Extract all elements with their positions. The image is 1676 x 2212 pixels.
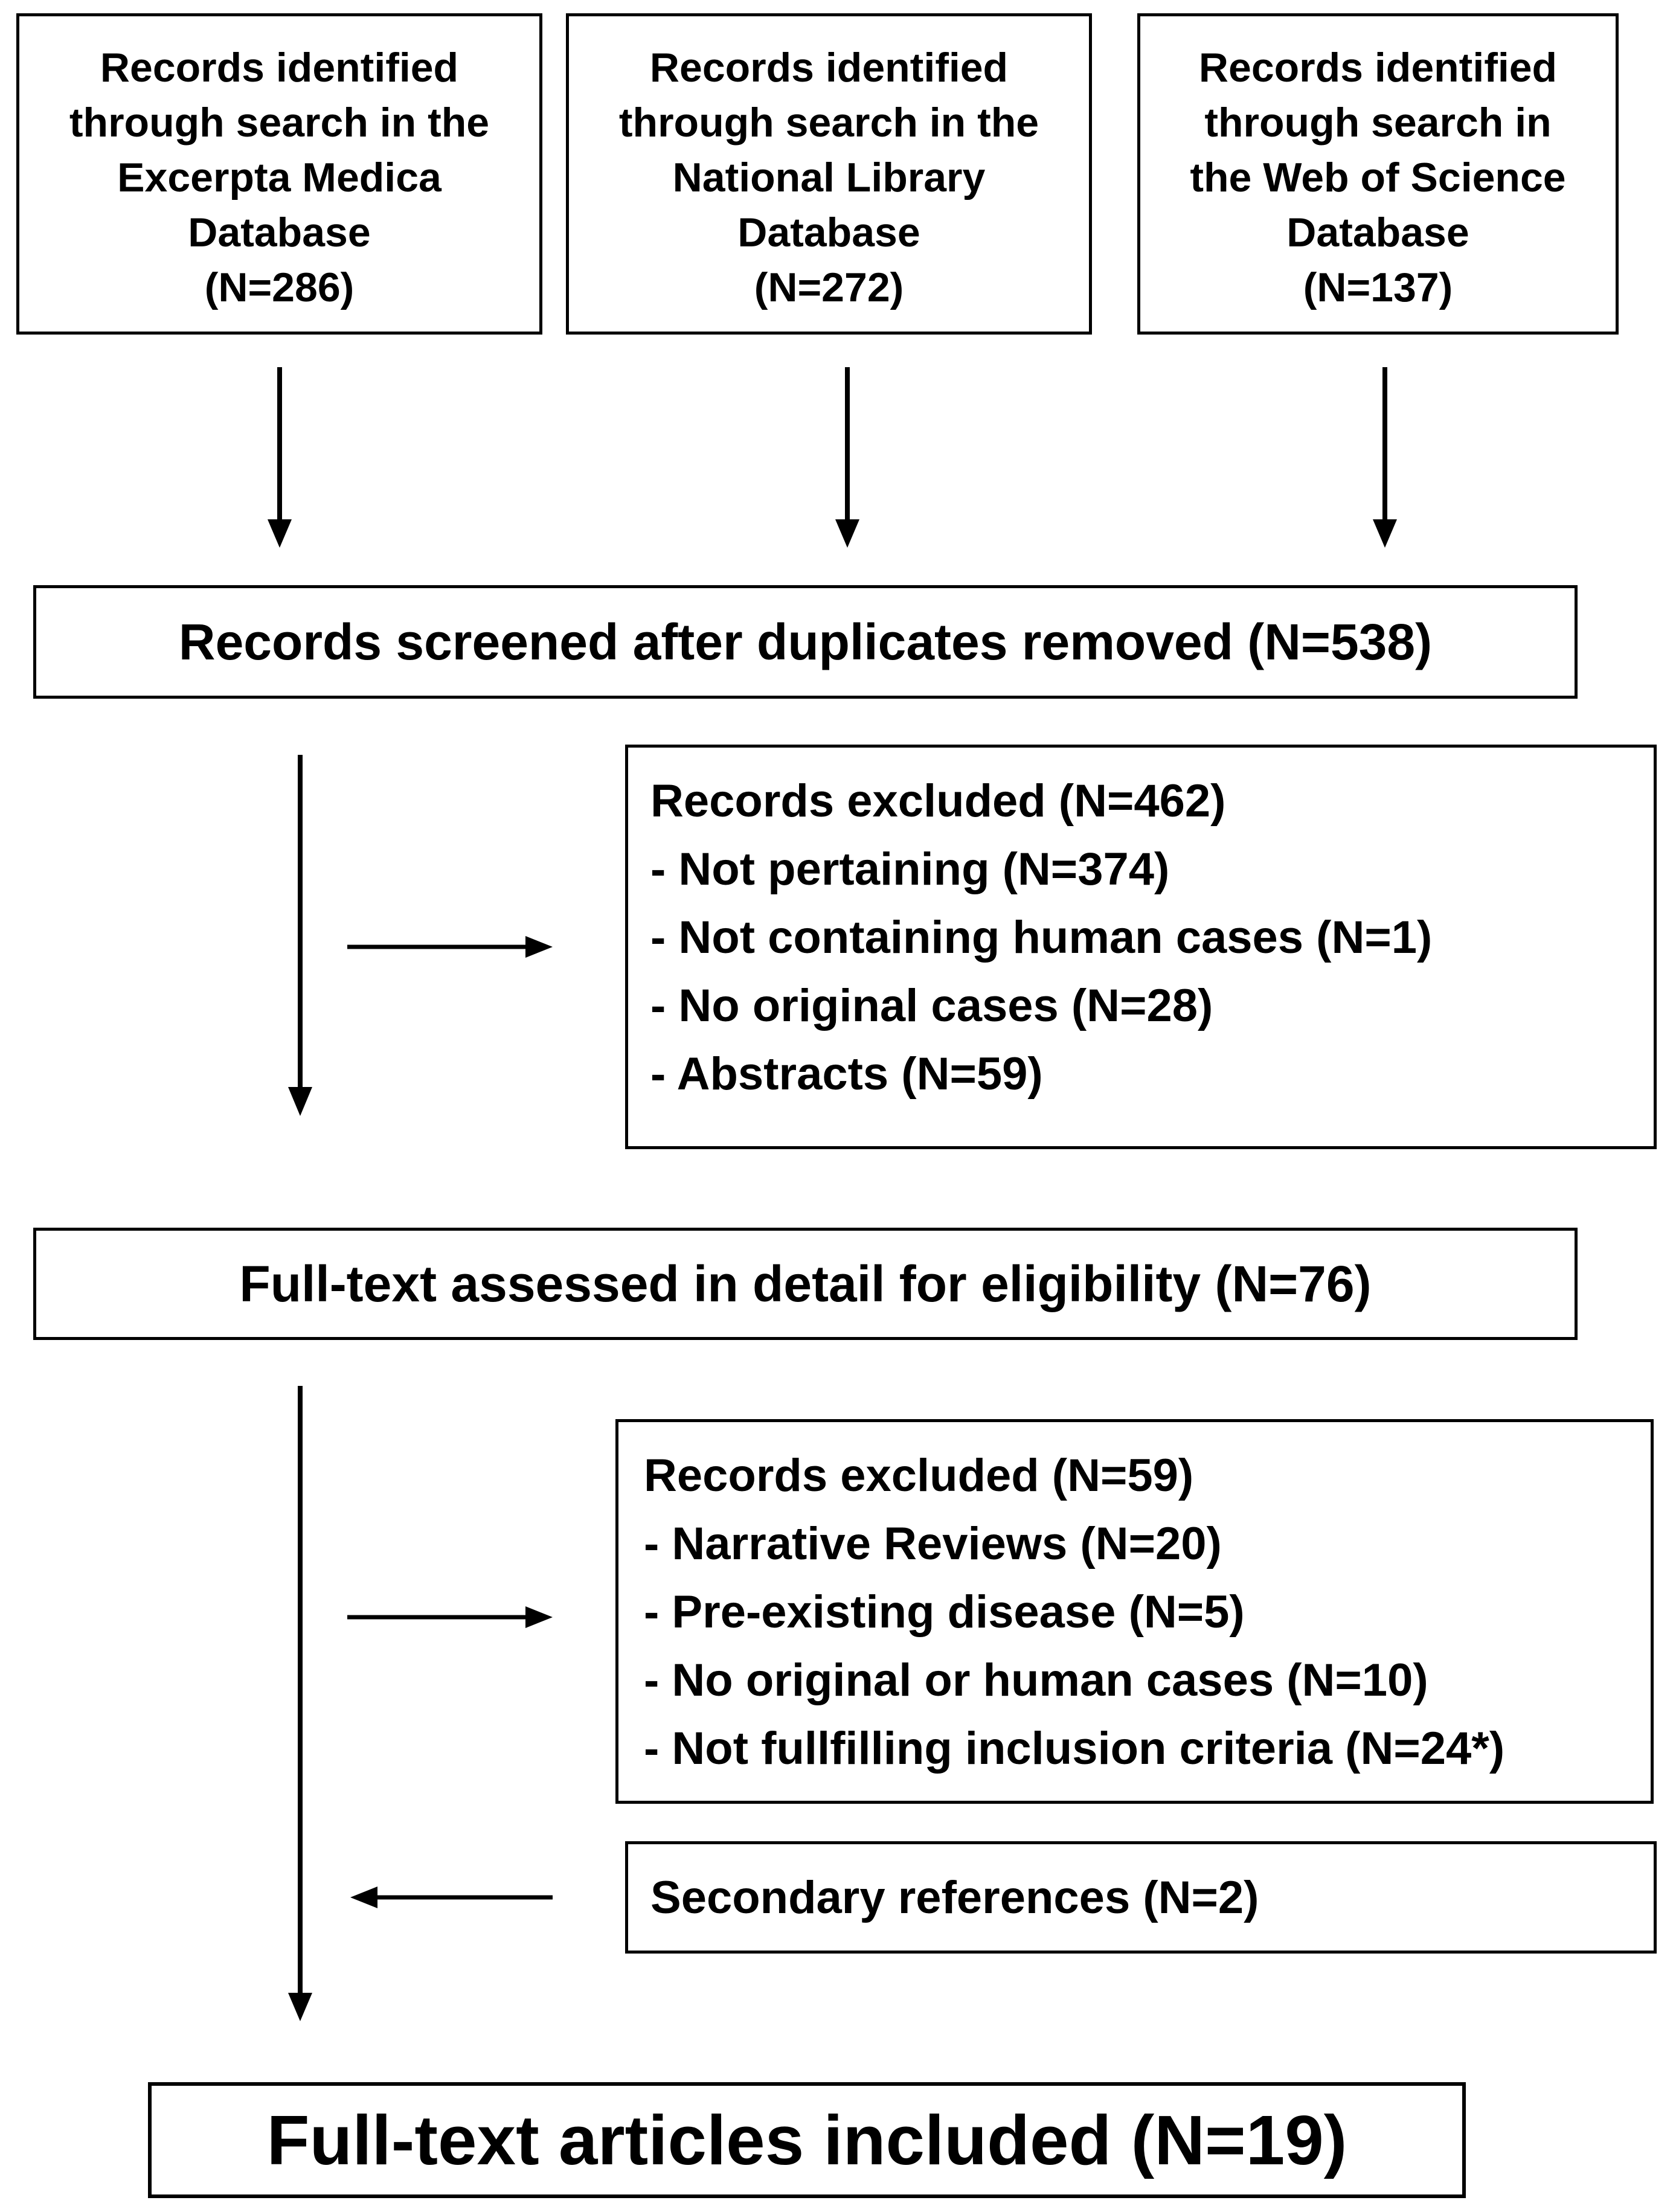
arrow-right bbox=[347, 1606, 553, 1628]
excluded-item: - Abstracts (N=59) bbox=[650, 1048, 1043, 1100]
excluded-header: Records excluded (N=462) bbox=[650, 775, 1226, 827]
source-line: Database bbox=[188, 210, 371, 255]
source-line: Records identified bbox=[1198, 45, 1558, 91]
included-text: Full-text articles included (N=19) bbox=[266, 2101, 1347, 2179]
arrow-down bbox=[268, 367, 292, 548]
excluded-item: - Not pertaining (N=374) bbox=[650, 844, 1170, 895]
excluded-box-eligibility: Records excluded (N=59) - Narrative Revi… bbox=[615, 1419, 1654, 1804]
source-line: Database bbox=[1286, 210, 1469, 255]
source-line: the Web of Science bbox=[1190, 155, 1566, 200]
screened-text: Records screened after duplicates remove… bbox=[178, 613, 1433, 670]
source-count: (N=137) bbox=[1303, 264, 1453, 310]
excluded-box-screening: Records excluded (N=462) - Not pertainin… bbox=[625, 745, 1657, 1149]
source-line: through search in the bbox=[69, 100, 490, 146]
secondary-references-box: Secondary references (N=2) bbox=[625, 1841, 1657, 1954]
excluded-item: - Not containing human cases (N=1) bbox=[650, 912, 1433, 963]
source-count: (N=286) bbox=[204, 264, 355, 310]
excluded-item: - Pre-existing disease (N=5) bbox=[644, 1586, 1245, 1638]
secondary-references-text: Secondary references (N=2) bbox=[650, 1871, 1259, 1923]
source-box-national-library: Records identified through search in the… bbox=[566, 13, 1092, 335]
arrow-down bbox=[288, 1386, 312, 2021]
source-box-excerpta-medica: Records identified through search in the… bbox=[16, 13, 542, 335]
source-line: Records identified bbox=[100, 45, 459, 91]
source-box-web-of-science: Records identified through search in the… bbox=[1137, 13, 1619, 335]
arrow-down bbox=[288, 755, 312, 1116]
eligibility-text: Full-text assessed in detail for eligibi… bbox=[239, 1255, 1372, 1312]
source-count: (N=272) bbox=[754, 264, 904, 310]
arrow-down bbox=[835, 367, 859, 548]
source-line: Records identified bbox=[649, 45, 1009, 91]
arrow-left bbox=[350, 1887, 553, 1908]
excluded-item: - Not fullfilling inclusion criteria (N=… bbox=[644, 1723, 1505, 1774]
eligibility-box: Full-text assessed in detail for eligibi… bbox=[33, 1228, 1578, 1340]
source-line: through search in the bbox=[618, 100, 1039, 146]
excluded-item: - Narrative Reviews (N=20) bbox=[644, 1518, 1222, 1569]
excluded-header: Records excluded (N=59) bbox=[644, 1450, 1194, 1501]
excluded-item: - No original cases (N=28) bbox=[650, 980, 1213, 1031]
arrow-down bbox=[1373, 367, 1397, 548]
included-box: Full-text articles included (N=19) bbox=[148, 2082, 1466, 2198]
screened-box: Records screened after duplicates remove… bbox=[33, 585, 1578, 699]
source-line: through search in bbox=[1204, 100, 1552, 146]
excluded-item: - No original or human cases (N=10) bbox=[644, 1655, 1428, 1706]
source-line: Excerpta Medica bbox=[117, 155, 441, 200]
source-line: National Library bbox=[672, 155, 986, 200]
arrow-right bbox=[347, 936, 553, 958]
source-line: Database bbox=[737, 210, 920, 255]
